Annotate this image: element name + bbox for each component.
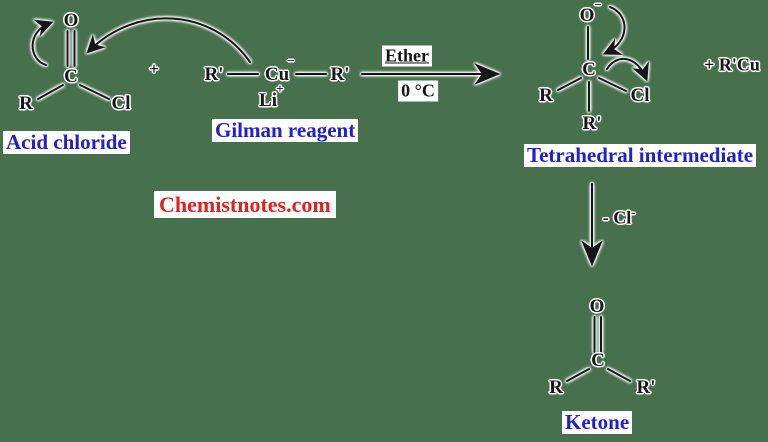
atom-li: Li bbox=[259, 90, 277, 111]
atom-cl-tetra: Cl bbox=[630, 85, 650, 106]
atom-rprime-left: R' bbox=[204, 64, 224, 85]
cu-minus-charge: − bbox=[287, 53, 295, 68]
atom-c-ketone: C bbox=[591, 350, 605, 371]
label-acid-chloride: Acid chloride bbox=[3, 130, 130, 155]
atom-r-acid: R bbox=[19, 93, 33, 114]
o-minus-charge: − bbox=[594, 0, 602, 12]
elimination-text: - Cl bbox=[602, 207, 632, 228]
bond-c-r bbox=[37, 84, 64, 100]
elimination-charge: - bbox=[631, 205, 636, 220]
condition-solvent: Ether bbox=[382, 45, 432, 67]
bond-c-cl2 bbox=[598, 77, 627, 92]
label-tetrahedral-intermediate: Tetrahedral intermediate bbox=[524, 143, 757, 168]
atom-o-tetra: O bbox=[579, 5, 595, 26]
atom-c-tetra: C bbox=[582, 59, 596, 80]
curved-arrow-c-to-cl bbox=[606, 58, 649, 82]
curved-arrow-co-to-o bbox=[31, 19, 54, 66]
atom-c-acid: C bbox=[64, 66, 78, 87]
elimination-chloride-label: - Cl- bbox=[603, 206, 636, 229]
atom-rprime-tetra: R' bbox=[582, 113, 602, 134]
bond-c-rprime2 bbox=[607, 368, 631, 382]
condition-temperature: 0 °C bbox=[398, 80, 438, 102]
bond-c-r3 bbox=[566, 368, 590, 382]
watermark-chemistnotes: Chemistnotes.com bbox=[154, 191, 336, 219]
label-gilman-reagent: Gilman reagent bbox=[212, 118, 359, 143]
atom-rprime-right: R' bbox=[330, 64, 350, 85]
label-ketone: Ketone bbox=[562, 410, 633, 435]
atom-rprime-ketone: R' bbox=[636, 377, 656, 398]
atom-cu: Cu bbox=[264, 64, 290, 85]
atom-r-tetra: R bbox=[539, 85, 553, 106]
bond-c-cl bbox=[79, 84, 110, 100]
atom-o-acid: O bbox=[63, 10, 79, 31]
plus-sign: + bbox=[149, 59, 159, 78]
curved-arrow-o-to-c bbox=[602, 6, 626, 55]
atom-r-ketone: R bbox=[549, 377, 563, 398]
bond-c-r2 bbox=[557, 77, 582, 91]
li-plus-charge: + bbox=[276, 81, 284, 96]
byproduct-rprime-cu: + R'Cu bbox=[704, 54, 760, 75]
atom-o-ketone: O bbox=[589, 296, 605, 317]
curved-arrow-gilman-to-carbonyl bbox=[86, 17, 251, 63]
atom-cl-acid: Cl bbox=[111, 93, 131, 114]
